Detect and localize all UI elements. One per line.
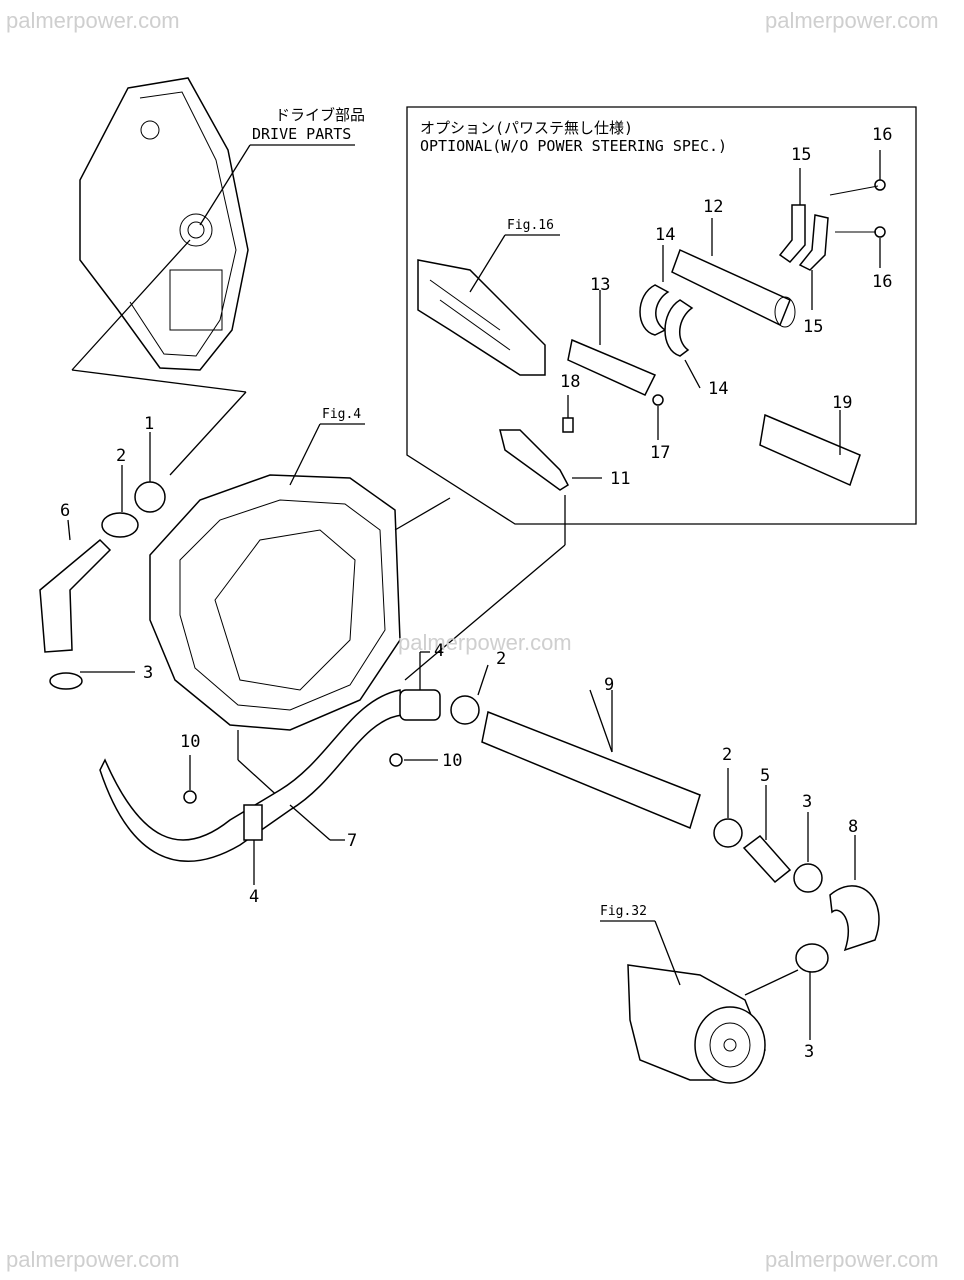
callout-14-upper: 14 [655, 225, 676, 245]
optional-box-frame [406, 106, 917, 525]
hose-8 [829, 885, 880, 952]
fig32-ref: Fig.32 [600, 904, 647, 919]
callout-12: 12 [703, 197, 724, 217]
bracket-4-lower [243, 804, 263, 841]
bracket-15-lower [798, 214, 829, 271]
callout-2-top: 2 [116, 446, 127, 466]
callout-9: 9 [604, 675, 615, 695]
bolt-10-upper [389, 753, 403, 767]
drive-guide-line-1 [71, 239, 191, 371]
callout-2-mid: 2 [496, 649, 507, 669]
fig4-ref: Fig.4 [322, 407, 362, 422]
pipe-12 [671, 248, 791, 327]
fig16-manifold-illustration [417, 259, 546, 376]
bolt-17 [652, 394, 664, 406]
clamp-3-right [793, 863, 823, 893]
optional-title-en: OPTIONAL(W/O POWER STEERING SPEC.) [420, 137, 728, 155]
callout-10-left: 10 [180, 732, 201, 752]
callout-5: 5 [760, 766, 771, 786]
drive-parts-leader [199, 144, 251, 226]
fig16-ref: Fig.16 [507, 218, 554, 233]
callout-8: 8 [848, 817, 859, 837]
callout-14-lower: 14 [708, 379, 729, 399]
hose-19 [759, 413, 861, 487]
clamp-3-left [49, 672, 83, 690]
flywheel-housing-illustration [149, 474, 401, 731]
watermark-bottom-left: palmerpower.com [6, 1247, 180, 1272]
clamp-2-mid [450, 695, 480, 725]
callout-3-bottom: 3 [804, 1042, 815, 1062]
callout-16-upper: 16 [872, 125, 893, 145]
callout-2-right: 2 [722, 745, 733, 765]
clamp-14-upper [639, 284, 670, 336]
drive-guide-line-2 [71, 369, 247, 393]
callout-13: 13 [590, 275, 611, 295]
bolt-16-lower [874, 226, 886, 238]
pipe-5 [742, 834, 792, 884]
water-pump-illustration [627, 964, 766, 1084]
bolt-16-upper [874, 179, 886, 191]
callout-15-lower: 15 [803, 317, 824, 337]
callout-7: 7 [347, 831, 358, 851]
callout-4-upper: 4 [434, 641, 445, 661]
watermark-top-left: palmerpower.com [6, 8, 180, 33]
watermark-top-right: palmerpower.com [765, 8, 939, 33]
bracket-4-upper [399, 689, 441, 721]
callout-6: 6 [60, 501, 71, 521]
callout-16-lower: 16 [872, 272, 893, 292]
optional-title-jp: オプション(パワステ無し仕様) [420, 119, 634, 137]
callout-3-left: 3 [143, 663, 154, 683]
callout-11: 11 [610, 469, 631, 489]
callout-18: 18 [560, 372, 581, 392]
hose-6 [39, 538, 112, 653]
bracket-11 [499, 429, 569, 491]
callout-1: 1 [144, 414, 155, 434]
callout-15-upper: 15 [791, 145, 812, 165]
clamp-2-right [713, 818, 743, 848]
bolt-18 [562, 417, 574, 433]
clamp-14-lower [664, 299, 694, 357]
drive-housing-illustration [79, 77, 249, 371]
clamp-2-top [101, 512, 139, 538]
hose-9 [481, 710, 701, 830]
drive-guide-line-3 [169, 391, 247, 476]
bolt-10-lower [183, 790, 197, 804]
clamp-3-bottom [795, 943, 829, 973]
callout-3-right: 3 [802, 792, 813, 812]
watermark-center: palmerpower.com [398, 630, 572, 655]
plate-13 [567, 338, 657, 396]
callout-19: 19 [832, 393, 853, 413]
drive-parts-label-jp: ドライブ部品 [275, 106, 366, 124]
callout-10-right: 10 [442, 751, 463, 771]
fitting-1 [134, 481, 166, 513]
watermark-bottom-right: palmerpower.com [765, 1247, 939, 1272]
callout-4-lower: 4 [249, 887, 260, 907]
bracket-15-upper [778, 204, 806, 263]
drive-parts-label-en: DRIVE PARTS [252, 125, 352, 143]
callout-17: 17 [650, 443, 671, 463]
